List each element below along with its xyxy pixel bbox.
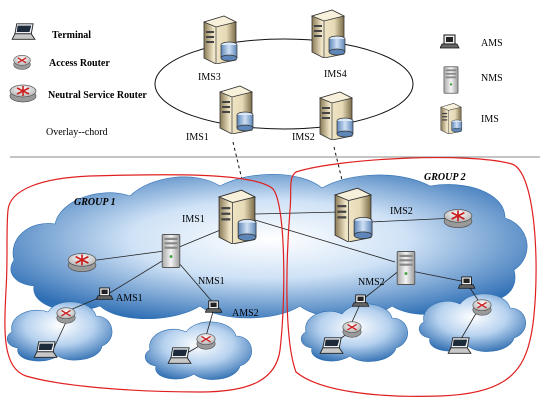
access-cloud-4 — [418, 293, 526, 352]
group2-ims-server-icon — [334, 187, 373, 242]
core-network-cloud — [10, 173, 528, 320]
legend-terminal-label: Terminal — [52, 30, 91, 41]
group2-neutral-router-icon — [443, 208, 473, 229]
group1-ams2-label: AMS2 — [232, 308, 259, 319]
ims4-server-icon — [311, 9, 346, 58]
access-cloud-1 — [6, 301, 113, 362]
ring-ims4-label: IMS4 — [324, 69, 347, 80]
ims2-server-icon — [319, 91, 354, 140]
access-cloud-2 — [144, 321, 252, 380]
terminal-icon — [11, 23, 36, 40]
ring-ims1-label: IMS1 — [186, 132, 209, 143]
ams-icon — [440, 34, 460, 49]
legend: Terminal Access Router Neutral Service R… — [9, 23, 503, 138]
group1-access-router-2-icon — [196, 332, 216, 350]
ims3-server-icon — [203, 15, 238, 64]
ims1-overlay-link — [232, 141, 245, 189]
group1-ims-server-icon — [218, 189, 257, 244]
chord-ring — [154, 38, 414, 130]
group1-access-router-1-icon — [56, 306, 76, 324]
group1-outline — [4, 174, 285, 393]
legend-ims-label: IMS — [481, 114, 499, 125]
legend-access-router-label: Access Router — [49, 58, 110, 69]
overlay-ring: IMS3 IMS4 IMS1 IMS2 — [154, 9, 414, 143]
ims-icon — [440, 103, 463, 134]
group2-title: GROUP 2 — [424, 172, 466, 183]
group1-neutral-router-icon — [67, 252, 97, 273]
group2-ims-label: IMS2 — [390, 206, 413, 217]
group2-outline — [286, 157, 537, 397]
legend-nms-label: NMS — [481, 73, 503, 84]
group1-nms-server-icon — [161, 233, 181, 269]
ims1-server-icon — [219, 85, 254, 134]
group2-access-router-1-icon — [342, 320, 362, 338]
ring-ims2-label: IMS2 — [292, 132, 315, 143]
ims2-overlay-link — [333, 146, 345, 189]
group1: GROUP 1 IMS1 NMS1 AMS1 AMS2 — [4, 174, 285, 393]
neutral-service-router-icon — [9, 84, 37, 103]
ring-ims3-label: IMS3 — [198, 72, 221, 83]
group1-ams1-label: AMS1 — [116, 293, 143, 304]
group2-nms-label: NMS2 — [358, 277, 385, 288]
nms-icon — [443, 66, 459, 94]
group2-nms-server-icon — [396, 250, 416, 286]
group1-title: GROUP 1 — [74, 197, 116, 208]
legend-neutral-router-label: Neutral Service Router — [48, 90, 147, 101]
legend-overlay-label: Overlay--chord — [46, 127, 108, 138]
group1-ims-label: IMS1 — [182, 214, 205, 225]
group1-nms-label: NMS1 — [198, 276, 225, 287]
group2: GROUP 2 IMS2 NMS2 — [286, 157, 537, 397]
access-router-icon — [12, 54, 32, 71]
legend-ams-label: AMS — [481, 38, 503, 49]
group2-access-router-2-icon — [472, 298, 492, 316]
